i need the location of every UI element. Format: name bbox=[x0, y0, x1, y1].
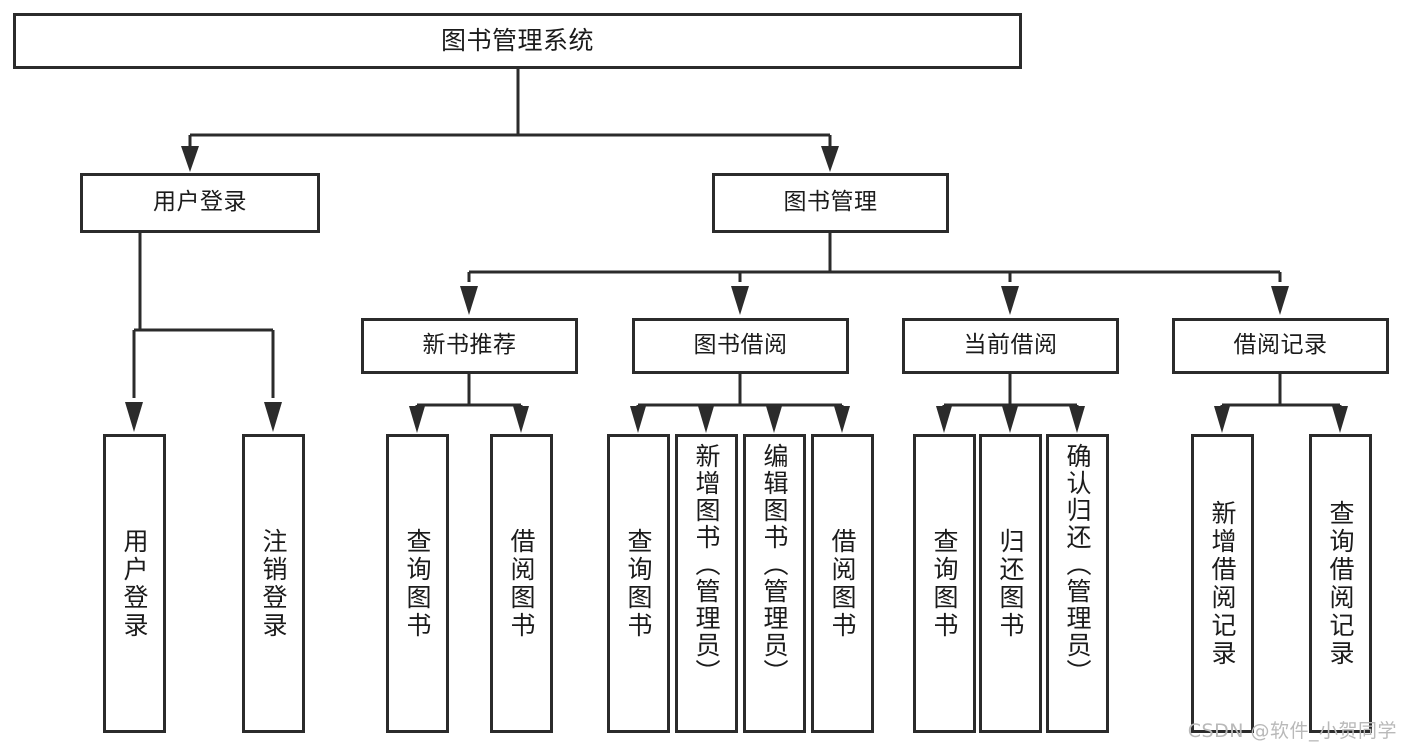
node-leaf-cb-return-book[interactable]: 归还图书 bbox=[979, 434, 1042, 733]
node-leaf-cb-return-book-label: 归还图书 bbox=[996, 527, 1025, 640]
arrowhead-nb-query bbox=[409, 406, 425, 433]
node-leaf-bb-borrow-book-label: 借阅图书 bbox=[828, 527, 857, 640]
arrowhead-nb-borrow bbox=[513, 406, 529, 433]
node-book-management[interactable]: 图书管理 bbox=[712, 173, 949, 233]
node-leaf-nb-borrow-book[interactable]: 借阅图书 bbox=[490, 434, 553, 733]
node-leaf-bb-query-book[interactable]: 查询图书 bbox=[607, 434, 670, 733]
node-leaf-nb-borrow-book-label: 借阅图书 bbox=[507, 527, 536, 640]
arrowhead-bb-add bbox=[698, 406, 714, 433]
node-leaf-logout-label: 注销登录 bbox=[259, 527, 288, 640]
arrowhead-bb-borrow bbox=[834, 406, 850, 433]
node-leaf-cb-confirm-return-admin[interactable]: 确认归还（管理员） bbox=[1046, 434, 1109, 733]
node-current-borrow[interactable]: 当前借阅 bbox=[902, 318, 1119, 374]
node-new-book-recommend-label: 新书推荐 bbox=[422, 332, 517, 359]
node-leaf-bb-edit-book-admin-label: 编辑图书（管理员） bbox=[760, 443, 789, 686]
node-leaf-logout[interactable]: 注销登录 bbox=[242, 434, 305, 733]
node-root-system-label: 图书管理系统 bbox=[440, 26, 594, 56]
node-root-system[interactable]: 图书管理系统 bbox=[13, 13, 1022, 69]
node-borrow-record[interactable]: 借阅记录 bbox=[1172, 318, 1389, 374]
node-leaf-nb-query-book[interactable]: 查询图书 bbox=[386, 434, 449, 733]
node-book-borrow[interactable]: 图书借阅 bbox=[632, 318, 849, 374]
node-leaf-br-query-record-label: 查询借阅记录 bbox=[1326, 499, 1355, 668]
node-leaf-user-login-label: 用户登录 bbox=[120, 527, 149, 640]
node-leaf-br-add-record-label: 新增借阅记录 bbox=[1208, 499, 1237, 668]
arrowhead-bb-edit bbox=[766, 406, 782, 433]
node-current-borrow-label: 当前借阅 bbox=[963, 332, 1058, 359]
arrowhead-book-mgmt bbox=[821, 146, 839, 172]
arrowhead-br-add bbox=[1214, 406, 1230, 433]
node-borrow-record-label: 借阅记录 bbox=[1233, 332, 1328, 359]
node-leaf-nb-query-book-label: 查询图书 bbox=[403, 527, 432, 640]
node-leaf-br-query-record[interactable]: 查询借阅记录 bbox=[1309, 434, 1372, 733]
arrowhead-borrow-record bbox=[1271, 286, 1289, 315]
node-leaf-bb-borrow-book[interactable]: 借阅图书 bbox=[811, 434, 874, 733]
node-new-book-recommend[interactable]: 新书推荐 bbox=[361, 318, 578, 374]
node-leaf-br-add-record[interactable]: 新增借阅记录 bbox=[1191, 434, 1254, 733]
arrowhead-br-query bbox=[1332, 406, 1348, 433]
arrowhead-cb-query bbox=[936, 406, 952, 433]
node-leaf-cb-confirm-return-admin-label: 确认归还（管理员） bbox=[1063, 443, 1092, 686]
csdn-watermark: CSDN @软件_小贺同学 bbox=[1187, 720, 1397, 742]
arrowhead-user-login bbox=[181, 146, 199, 172]
node-leaf-cb-query-book[interactable]: 查询图书 bbox=[913, 434, 976, 733]
node-user-login-label: 用户登录 bbox=[153, 189, 247, 216]
node-leaf-bb-query-book-label: 查询图书 bbox=[624, 527, 653, 640]
arrowhead-leaf-logout bbox=[264, 402, 282, 432]
node-leaf-user-login[interactable]: 用户登录 bbox=[103, 434, 166, 733]
arrowhead-cb-return bbox=[1002, 406, 1018, 433]
node-leaf-bb-edit-book-admin[interactable]: 编辑图书（管理员） bbox=[743, 434, 806, 733]
node-leaf-bb-add-book-admin-label: 新增图书（管理员） bbox=[692, 443, 721, 686]
arrowhead-bb-query bbox=[630, 406, 646, 433]
node-book-management-label: 图书管理 bbox=[783, 189, 878, 216]
node-user-login[interactable]: 用户登录 bbox=[80, 173, 320, 233]
arrowhead-cb-confirm bbox=[1069, 406, 1085, 433]
node-book-borrow-label: 图书借阅 bbox=[693, 332, 788, 359]
node-leaf-cb-query-book-label: 查询图书 bbox=[930, 527, 959, 640]
arrowhead-book-borrow bbox=[731, 286, 749, 315]
arrowhead-new-book bbox=[460, 286, 478, 315]
node-leaf-bb-add-book-admin[interactable]: 新增图书（管理员） bbox=[675, 434, 738, 733]
arrowhead-leaf-user-login bbox=[125, 402, 143, 432]
arrowhead-current-borrow bbox=[1001, 286, 1019, 315]
